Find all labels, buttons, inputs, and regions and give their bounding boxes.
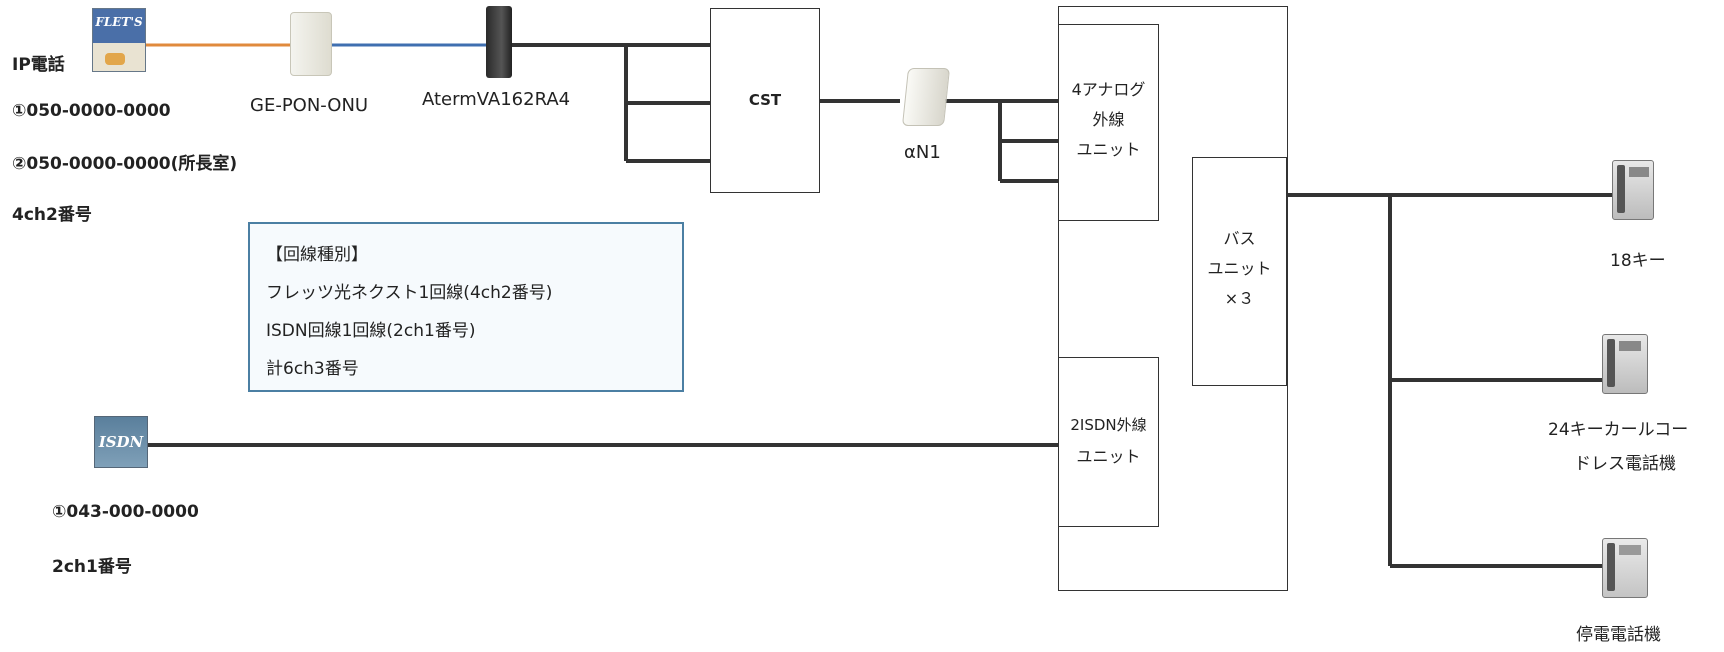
isdn-number: ①043-000-0000 <box>52 502 199 522</box>
isdn-line-unit: 2ISDN外線 ユニット <box>1058 357 1159 527</box>
ip-phone-number-1: ①050-0000-0000 <box>12 101 171 121</box>
telephone-24key-icon <box>1602 334 1648 394</box>
legend-title: 【回線種別】 <box>266 245 368 265</box>
bus-unit-label-2: ユニット <box>1207 259 1272 278</box>
power-failure-phone-label: 停電電話機 <box>1576 625 1661 645</box>
analog-unit-label-2: 外線 <box>1092 110 1125 129</box>
bus-unit-label-1: バス <box>1223 229 1256 248</box>
isdn-unit-label-1: 2ISDN外線 <box>1070 416 1147 434</box>
legend-line-1: フレッツ光ネクスト1回線(4ch2番号) <box>266 283 553 303</box>
isdn-channels: 2ch1番号 <box>52 557 132 577</box>
ip-phone-title: IP電話 <box>12 55 65 75</box>
flets-logo: FLET'S <box>92 8 146 72</box>
phone-18key-label: 18キー <box>1610 251 1666 271</box>
line-type-legend: 【回線種別】 フレッツ光ネクスト1回線(4ch2番号) ISDN回線1回線(2c… <box>248 222 684 392</box>
bus-unit: バス ユニット ×３ <box>1192 157 1287 386</box>
analog-line-unit: 4アナログ 外線 ユニット <box>1058 24 1159 221</box>
router-device-icon <box>486 6 512 78</box>
phone-24key-label-1: 24キーカールコー <box>1548 420 1689 440</box>
isdn-unit-label-2: ユニット <box>1076 447 1141 466</box>
an1-label: αN1 <box>904 142 941 163</box>
bus-phone-lines <box>1287 193 1612 568</box>
an1-device-icon <box>901 68 951 126</box>
onu-device-icon <box>290 12 332 76</box>
router-label: AtermVA162RA4 <box>422 89 571 110</box>
an1-analog-lines <box>945 99 1058 183</box>
onu-label: GE-PON-ONU <box>250 95 369 116</box>
cst-label: CST <box>748 91 782 109</box>
flets-logo-figure <box>105 53 125 65</box>
analog-unit-label-3: ユニット <box>1076 140 1141 159</box>
bus-unit-label-3: ×３ <box>1224 289 1255 308</box>
analog-unit-label-1: 4アナログ <box>1071 80 1146 99</box>
telephone-power-failure-icon <box>1602 538 1648 598</box>
legend-line-3: 計6ch3番号 <box>266 359 359 379</box>
legend-line-2: ISDN回線1回線(2ch1番号) <box>266 321 476 341</box>
cst-box: CST <box>710 8 820 193</box>
flets-logo-text: FLET'S <box>95 15 143 29</box>
phone-24key-label-2: ドレス電話機 <box>1574 454 1676 474</box>
router-cst-lines <box>512 43 710 163</box>
ip-phone-channels: 4ch2番号 <box>12 205 92 225</box>
ip-phone-number-2: ②050-0000-0000(所長室) <box>12 154 238 174</box>
telephone-18key-icon <box>1612 160 1654 220</box>
isdn-logo: ISDN <box>94 416 148 468</box>
isdn-logo-text: ISDN <box>98 433 144 451</box>
